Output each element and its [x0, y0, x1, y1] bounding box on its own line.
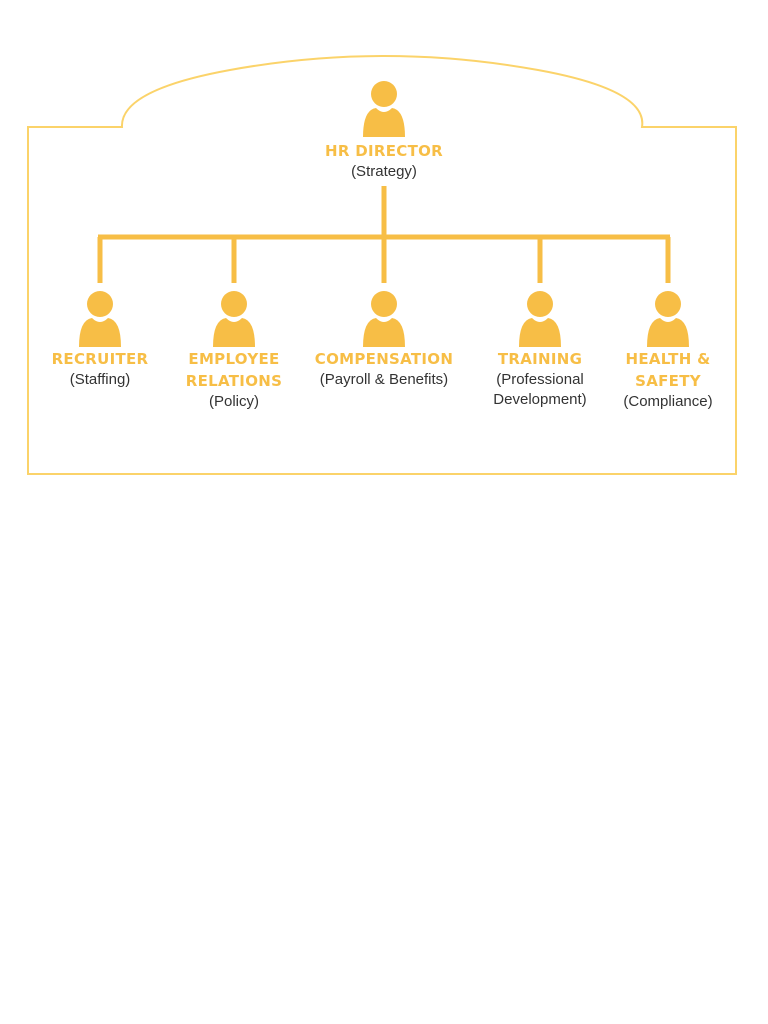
role-title-health-safety: HEALTH & SAFETY — [625, 350, 711, 390]
person-icon — [213, 291, 255, 347]
role-title-compensation: COMPENSATION — [314, 350, 454, 368]
role-node-recruiter: RECRUITER (Staffing) — [35, 288, 165, 390]
role-subtitle-training: (Professional Development) — [493, 371, 587, 408]
role-subtitle-recruiter: (Staffing) — [69, 371, 131, 388]
person-icon — [647, 291, 689, 347]
role-subtitle-employee-relations: (Policy) — [208, 393, 259, 410]
person-icon — [363, 291, 405, 347]
director-subtitle: (Strategy) — [351, 163, 417, 180]
role-title-recruiter: RECRUITER — [51, 350, 149, 368]
director-title: HR DIRECTOR — [325, 142, 443, 160]
connector-lines — [97, 186, 671, 283]
role-node-training: TRAINING (Professional Development) — [475, 288, 605, 410]
role-node-employee-relations: EMPLOYEE RELATIONS (Policy) — [169, 288, 299, 412]
role-subtitle-compensation: (Payroll & Benefits) — [319, 371, 449, 388]
frame-outline — [27, 55, 737, 475]
role-node-compensation: COMPENSATION (Payroll & Benefits) — [309, 288, 459, 390]
role-node-health-safety: HEALTH & SAFETY (Compliance) — [603, 288, 733, 412]
role-title-training: TRAINING — [497, 350, 583, 368]
person-icon — [363, 81, 405, 137]
person-icon — [79, 291, 121, 347]
director-node: HR DIRECTOR (Strategy) — [319, 78, 449, 182]
role-title-employee-relations: EMPLOYEE RELATIONS — [185, 350, 283, 390]
person-icon — [519, 291, 561, 347]
role-subtitle-health-safety: (Compliance) — [623, 393, 713, 410]
